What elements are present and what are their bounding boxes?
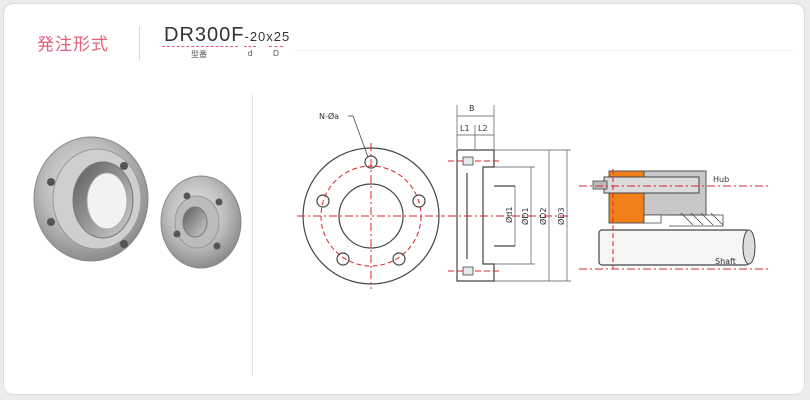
- dimension-lines: [456, 105, 571, 282]
- label-shaft: Shaft: [715, 257, 736, 266]
- section-divider: [252, 94, 253, 376]
- model-code-main: DR300F: [164, 24, 245, 46]
- label-d1-small: Ød1: [504, 207, 514, 223]
- caption-model: 型番: [191, 50, 207, 59]
- model-underline: [162, 46, 238, 47]
- header-divider: [139, 26, 140, 60]
- product-photo: [33, 136, 242, 269]
- label-hub: Hub: [713, 175, 729, 184]
- model-code-suffix: -20x25: [244, 29, 291, 44]
- order-format-label: 発注形式: [37, 35, 109, 55]
- model-code: DR300F-20x25: [164, 24, 290, 47]
- product-card: 発注形式 DR300F-20x25 型番 d D: [3, 3, 805, 395]
- technical-drawing: N-Øa: [297, 104, 771, 289]
- label-d3: ØD3: [556, 207, 566, 225]
- caption-D: D: [272, 49, 280, 58]
- label-n-holes: N-Øa: [319, 111, 339, 121]
- assembly-view: [579, 169, 771, 270]
- caption-d: d: [247, 49, 253, 58]
- side-view: [448, 149, 571, 282]
- label-d2: ØD2: [538, 207, 548, 225]
- label-d1: ØD1: [520, 207, 530, 225]
- D-underline: [269, 46, 283, 47]
- front-view: [297, 115, 445, 289]
- header-rule: [294, 50, 794, 51]
- label-l1: L1: [460, 124, 470, 133]
- d-underline: [244, 46, 256, 47]
- label-l2: L2: [478, 124, 488, 133]
- label-b: B: [469, 104, 475, 113]
